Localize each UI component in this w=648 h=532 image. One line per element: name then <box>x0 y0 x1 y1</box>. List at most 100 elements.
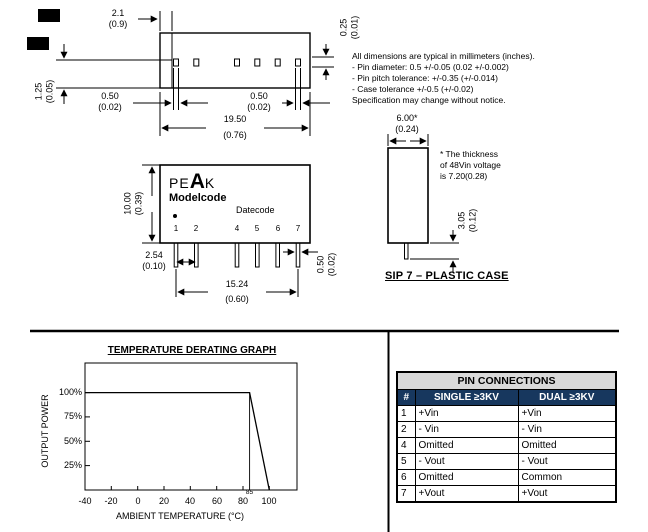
table-cell: Omitted <box>414 469 519 486</box>
dim-pin-width-left: 0.50 (0.02) <box>90 91 130 113</box>
note-line: - Pin pitch tolerance: +/-0.35 (+/-0.014… <box>352 73 498 83</box>
dim-in: (0.02) <box>98 102 122 112</box>
dim-mm: 2.54 <box>145 250 163 260</box>
dim-mm: 3.05 <box>456 211 467 230</box>
dim-pin-width-front: 0.50 (0.02) <box>316 243 337 287</box>
dim-body-length-in: (0.76) <box>223 130 247 140</box>
case-type-label: SIP 7 – PLASTIC CASE <box>385 270 509 282</box>
dim-in: (0.05) <box>44 79 54 104</box>
dim-pin-pitch: 2.54 (0.10) <box>134 250 174 272</box>
graph-x-axis-label: AMBIENT TEMPERATURE (°C) <box>115 511 245 521</box>
table-cell: 2 <box>396 421 416 438</box>
table-row: 2 - Vin - Vin <box>396 421 617 438</box>
pin-number-7: 7 <box>295 224 301 233</box>
pin-number-5: 5 <box>254 224 260 233</box>
table-cell: 7 <box>396 485 416 503</box>
table-cell: +Vin <box>414 405 519 422</box>
table-cell: 5 <box>396 453 416 470</box>
x-tick: 60 <box>211 496 222 506</box>
modelcode-label: Modelcode <box>169 192 227 204</box>
note-line: - Pin diameter: 0.5 +/-0.05 (0.02 +/-0.0… <box>352 62 509 72</box>
note-line: - Case tolerance +/-0.5 (+/-0.02) <box>352 84 474 94</box>
table-cell: +Vout <box>414 485 519 503</box>
note-line: Specification may change without notice. <box>352 95 506 105</box>
dim-in: (0.9) <box>108 19 128 29</box>
dim-in: (0.02) <box>247 102 271 112</box>
table-row: 5 - Vout - Vout <box>396 453 617 470</box>
table-row: 6 Omitted Common <box>396 469 617 486</box>
dim-standoff: 1.25 (0.05) <box>34 70 55 114</box>
table-row: 4 Omitted Omitted <box>396 437 617 454</box>
table-cell: - Vin <box>414 421 519 438</box>
dim-pin-span-mm: 15.24 <box>225 279 249 289</box>
table-cell: +Vin <box>517 405 617 422</box>
pin-number-2: 2 <box>193 224 199 233</box>
dim-in: (0.24) <box>395 124 419 134</box>
dim-mm: 2.1 <box>111 8 125 18</box>
dim-in: (0.12) <box>467 208 477 233</box>
logo-text: PE <box>169 175 190 191</box>
dim-case-thickness: 6.00* (0.24) <box>384 113 430 135</box>
footnote-line: * The thickness <box>440 149 498 159</box>
table-cell: Omitted <box>414 437 519 454</box>
dim-pin-thickness: 0.25 (0.01) <box>339 6 360 50</box>
separator-lines <box>30 329 619 532</box>
table-cell: 6 <box>396 469 416 486</box>
dim-body-length-mm: 19.50 <box>223 114 247 124</box>
dim-mm: 0.50 <box>101 91 119 101</box>
table-cell: +Vout <box>517 485 617 503</box>
dim-pin-length: 3.05 (0.12) <box>457 199 478 243</box>
dim-pin-offset: 2.1 (0.9) <box>100 8 136 30</box>
dim-mm: 0.50 <box>315 255 326 274</box>
redaction-mark <box>27 37 49 50</box>
table-cell: 1 <box>396 405 416 422</box>
x-tick: -40 <box>78 496 92 506</box>
table-cell: Omitted <box>517 437 617 454</box>
tolerance-notes: All dimensions are typical in millimeter… <box>352 51 535 106</box>
derating-line <box>85 391 270 491</box>
y-tick-100: 100% <box>58 387 82 397</box>
dim-pin-span-in: (0.60) <box>225 294 249 304</box>
top-view-linework <box>56 11 334 136</box>
footnote-line: of 48Vin voltage <box>440 160 501 170</box>
dim-in: (0.02) <box>326 252 336 277</box>
note-line: All dimensions are typical in millimeter… <box>352 51 535 61</box>
footnote-line: is 7.20(0.28) <box>440 171 488 181</box>
dim-mm: 10.00 <box>122 192 133 215</box>
dim-mm: 0.25 <box>338 18 349 37</box>
graph-title: TEMPERATURE DERATING GRAPH <box>107 345 277 356</box>
graph-linework <box>84 362 298 491</box>
logo-text: A <box>189 170 205 193</box>
table-title: PIN CONNECTIONS <box>396 371 617 390</box>
table-header-cell: DUAL ≥3KV <box>517 389 617 406</box>
x-tick: 20 <box>158 496 169 506</box>
dim-in: (0.01) <box>349 15 359 40</box>
x-tick: 40 <box>184 496 195 506</box>
table-title-row: PIN CONNECTIONS <box>396 371 617 390</box>
dim-mm: 1.25 <box>33 82 44 101</box>
graph-y-axis-label: OUTPUT POWER <box>40 394 50 468</box>
logo-text: K <box>204 175 216 191</box>
pin-number-1: 1 <box>173 224 179 233</box>
table-cell: Common <box>517 469 617 486</box>
redaction-mark <box>38 9 60 22</box>
table-cell: - Vout <box>414 453 519 470</box>
y-tick-50: 50% <box>63 436 82 446</box>
table-header-cell: # <box>396 389 416 406</box>
table-header-cell: SINGLE ≥3KV <box>414 389 519 406</box>
table-header-row: # SINGLE ≥3KV DUAL ≥3KV <box>396 389 617 406</box>
dim-body-height: 10.00 (0.39) <box>123 182 144 226</box>
side-view-linework <box>387 134 459 272</box>
pin-number-6: 6 <box>275 224 281 233</box>
table-row: 1 +Vin +Vin <box>396 405 617 422</box>
table-cell: - Vout <box>517 453 617 470</box>
peak-logo: PEAK <box>169 170 215 194</box>
dim-in: (0.10) <box>142 261 166 271</box>
knee-label: 85 <box>245 489 254 496</box>
x-tick: 100 <box>261 496 277 506</box>
y-tick-75: 75% <box>63 411 82 421</box>
table-row: 7 +Vout +Vout <box>396 485 617 503</box>
dim-in: (0.39) <box>133 191 143 216</box>
